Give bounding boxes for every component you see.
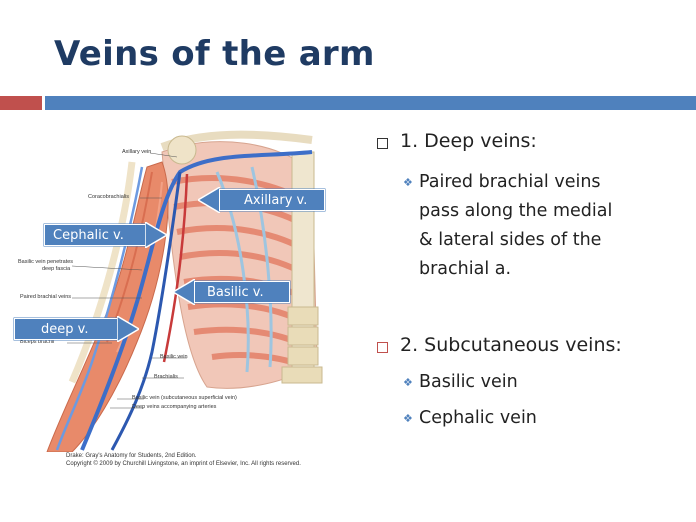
subcutaneous-item-label: Basilic vein [419, 372, 518, 392]
label-basilic-subcutaneous: Basilic vein (subcutaneous superficial v… [132, 395, 237, 401]
arrow-head-left-icon [173, 279, 195, 305]
deep-line-2: pass along the medial [419, 201, 613, 221]
arrow-basilic-label: Basilic v. [194, 281, 290, 303]
deep-line-3: & lateral sides of the [419, 230, 602, 250]
square-bullet-icon [377, 342, 388, 353]
subcutaneous-item-label: Cephalic vein [419, 408, 537, 428]
accent-bar-red [0, 96, 42, 110]
square-bullet-icon [377, 138, 388, 149]
diamond-bullet-icon: ❖ [403, 176, 413, 189]
arrow-basilic: Basilic v. [173, 279, 290, 305]
label-basilic-vein: Basilic vein [160, 354, 188, 360]
label-deep-fascia: deep fascia [42, 266, 71, 272]
label-basilic-penetrates: Basilic vein penetrates [18, 259, 74, 265]
caption-line-2: Copyright © 2009 by Churchill Livingston… [66, 461, 301, 467]
deep-veins-detail: ❖ Paired brachial veins pass along the m… [403, 168, 612, 284]
label-axillary-vein: Axillary vein [122, 149, 152, 155]
label-biceps-brachii: Biceps brachii [20, 339, 55, 345]
accent-bar-blue [45, 96, 696, 110]
diamond-bullet-icon: ❖ [403, 412, 413, 425]
subcutaneous-heading-text: 2. Subcutaneous veins: [400, 334, 622, 356]
deep-veins-detail-text: Paired brachial veins pass along the med… [419, 168, 612, 284]
slide-title: Veins of the arm [54, 34, 375, 74]
shoulder [160, 130, 313, 165]
arrow-cephalic: Cephalic v. [44, 222, 167, 248]
arrow-cephalic-label: Cephalic v. [44, 224, 146, 246]
pointer-lines [67, 152, 187, 409]
caption-line-1: Drake: Gray's Anatomy for Students, 2nd … [66, 453, 197, 459]
arrow-head-left-icon [198, 187, 220, 213]
diamond-bullet-icon: ❖ [403, 376, 413, 389]
arrow-deep-label: deep v. [14, 318, 118, 340]
arrow-head-right-icon [145, 222, 167, 248]
label-paired-brachial: Paired brachial veins [20, 294, 72, 300]
subcutaneous-item-cephalic: ❖ Cephalic vein [403, 404, 537, 433]
arrow-axillary-label: Axillary v. [219, 189, 325, 211]
figure-caption: Drake: Gray's Anatomy for Students, 2nd … [66, 452, 301, 468]
deep-veins-heading-text: 1. Deep veins: [400, 130, 537, 152]
deep-line-1: Paired brachial veins [419, 172, 601, 192]
deep-veins-heading: 1. Deep veins: [377, 130, 537, 152]
arrow-axillary: Axillary v. [198, 187, 325, 213]
label-brachialis: Brachialis [154, 374, 178, 380]
label-deep-veins-accompanying: Deep veins accompanying arteries [132, 404, 217, 410]
arrow-deep: deep v. [14, 316, 139, 342]
arrow-head-right-icon [117, 316, 139, 342]
subcutaneous-heading: 2. Subcutaneous veins: [377, 334, 622, 356]
deep-line-4: brachial a. [419, 259, 512, 279]
subcutaneous-item-basilic: ❖ Basilic vein [403, 368, 518, 397]
label-coracobrachialis: Coracobrachialis [88, 194, 129, 200]
